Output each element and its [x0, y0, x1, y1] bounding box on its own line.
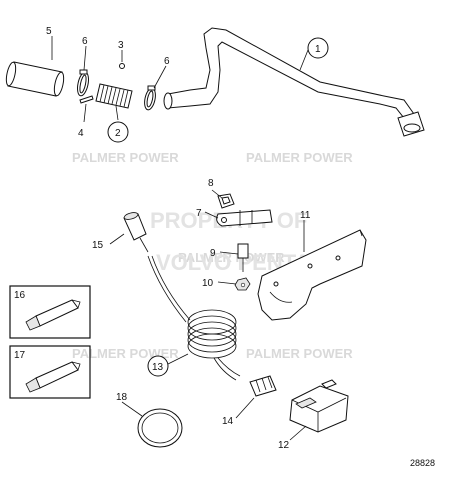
callout-4: 4 [78, 128, 84, 139]
part-8-clip [217, 193, 235, 209]
callout-1: 1 [315, 44, 321, 55]
part-18-ring [137, 408, 183, 448]
watermark-palmer-power-3: PALMER POWER [178, 250, 285, 265]
callout-14: 14 [222, 416, 234, 427]
part-13-coiled-wire [147, 255, 241, 381]
callout-11: 11 [300, 210, 311, 221]
callout-7: 7 [196, 208, 202, 219]
callout-2: 2 [115, 128, 121, 139]
watermark-palmer-power-5: PALMER POWER [246, 346, 353, 361]
callout-3: 3 [118, 40, 124, 51]
callout-15: 15 [92, 240, 104, 251]
part-1-hose [163, 27, 425, 137]
leader-lines [51, 36, 309, 441]
part-9-bolt [237, 243, 249, 272]
callout-5: 5 [46, 26, 52, 37]
part-6-clamp-right [144, 85, 156, 111]
part-2-connector [95, 83, 133, 109]
part-7-bracket [216, 209, 273, 227]
part-6-clamp-left [77, 69, 89, 97]
callout-18: 18 [116, 392, 128, 403]
callout-9: 9 [210, 248, 216, 259]
callout-16: 16 [14, 290, 26, 301]
callout-13-circle: 13 [147, 355, 169, 377]
callout-6-right: 6 [164, 56, 170, 67]
watermark-palmer-power-1: PALMER POWER [72, 150, 179, 165]
part-5-tube [5, 61, 65, 97]
part-12-control-box [289, 379, 349, 433]
callout-2-circle: 2 [107, 121, 129, 143]
callout-1-circle: 1 [307, 37, 329, 59]
part-16-sealant-box [9, 285, 91, 339]
part-4-pin [79, 95, 94, 104]
callout-17: 17 [14, 350, 26, 361]
watermark-palmer-power-2: PALMER POWER [246, 150, 353, 165]
part-11-bracket [257, 229, 367, 321]
callout-8: 8 [208, 178, 214, 189]
callout-12: 12 [278, 440, 290, 451]
part-17-sealant-box [9, 345, 91, 399]
callout-10: 10 [202, 278, 214, 289]
part-10-nut [234, 277, 251, 291]
callout-6-left: 6 [82, 36, 88, 47]
part-3-ball [119, 63, 125, 69]
callout-13: 13 [152, 362, 164, 373]
part-15-sensor-plug [123, 212, 149, 253]
figure-reference-number: 28828 [410, 458, 435, 468]
part-14-connector [249, 375, 277, 397]
